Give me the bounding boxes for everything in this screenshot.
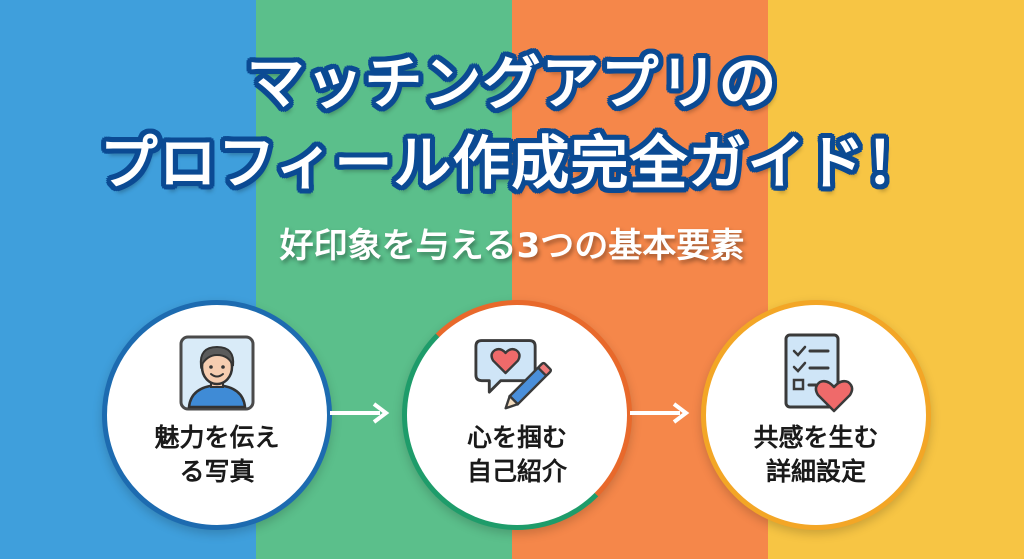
- step-label: 魅力を伝え る写真: [127, 421, 307, 489]
- title-line-2: プロフィール作成完全ガイド！: [99, 129, 925, 197]
- step-label-line-2: る写真: [179, 457, 255, 486]
- speech-bubble-pencil-icon: [474, 333, 560, 413]
- arrow-right-icon: [330, 402, 390, 424]
- step-label: 共感を生む 詳細設定: [726, 421, 906, 489]
- step-card-details: 共感を生む 詳細設定: [701, 300, 931, 530]
- step-label-line-1: 魅力を伝え: [154, 423, 280, 452]
- step-label-line-1: 共感を生む: [753, 423, 879, 452]
- step-label-line-2: 自己紹介: [466, 457, 567, 486]
- title-line-1: マッチングアプリの: [246, 49, 778, 117]
- step-label-line-1: 心を掴む: [466, 423, 567, 452]
- step-label-line-2: 詳細設定: [765, 457, 866, 486]
- step-card-photo: 魅力を伝え る写真: [102, 300, 332, 530]
- profile-photo-icon: [174, 333, 260, 413]
- arrow-right-icon: [630, 402, 690, 424]
- step-card-self-intro: 心を掴む 自己紹介: [402, 300, 632, 530]
- subtitle: 好印象を与える3つの基本要素: [279, 226, 745, 266]
- checklist-heart-icon: [773, 333, 859, 413]
- step-label: 心を掴む 自己紹介: [427, 421, 607, 489]
